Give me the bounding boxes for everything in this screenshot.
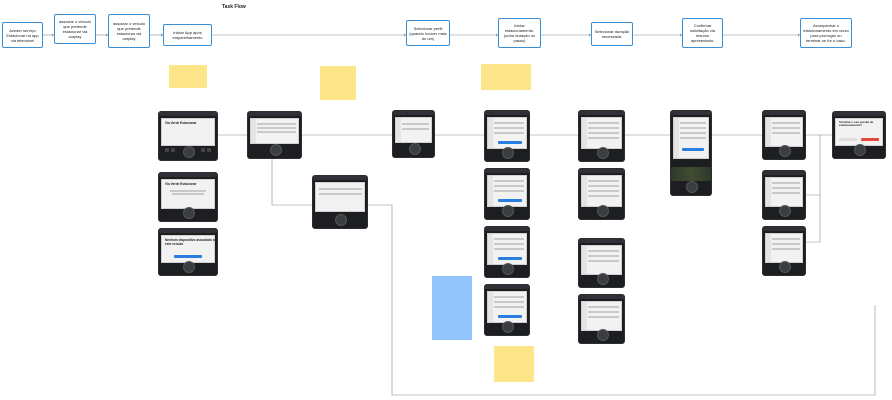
phone-screen-confirm	[670, 110, 712, 196]
dialog-window: Via Verde Estacionar	[161, 179, 215, 209]
sidebar	[251, 119, 256, 143]
step-start-parking: Iniciar estacionamento. (outra duração n…	[498, 18, 541, 48]
screen-link-10	[806, 135, 821, 196]
sticky-note-2	[320, 66, 356, 100]
dial-knob-icon	[183, 146, 195, 158]
phone-screen-duration-4	[578, 294, 625, 344]
step-select-duration: Selecionar duração necessária.	[591, 22, 633, 46]
sidebar	[396, 118, 401, 142]
arrowhead	[798, 33, 800, 37]
app-window	[395, 117, 432, 143]
phone-screen-start-4	[484, 284, 530, 336]
phone-screen-duration-3	[578, 238, 625, 288]
cancel-button[interactable]	[839, 138, 857, 141]
phone-screen-start-1	[484, 110, 530, 162]
status-bar	[159, 112, 217, 116]
terminate-button[interactable]	[861, 138, 879, 141]
phone-screen-follow-3	[762, 226, 806, 276]
control-panel	[161, 261, 215, 273]
arrowhead	[106, 33, 108, 37]
screen-title: Via Verde Estacionar	[165, 182, 197, 186]
connector-arrows	[43, 34, 876, 396]
control-panel	[161, 146, 215, 158]
dialog-window: Via Verde Estacionar	[161, 118, 215, 146]
step-access-service: Aceder serviço Estacionar na app via tel…	[2, 22, 43, 48]
arrowhead	[52, 33, 54, 37]
status-bar	[393, 111, 434, 115]
status-bar	[248, 112, 301, 116]
dial-knob-icon	[335, 214, 347, 226]
phone-screen-terminate: Terminar o seu sessão de estacionamento?	[832, 111, 886, 159]
step-select-profile: Selecionar perfil (quando houver mais do…	[406, 20, 450, 46]
arrowhead	[404, 33, 406, 37]
screen-link-2	[271, 158, 312, 206]
control-panel	[161, 207, 215, 219]
phone-screen-follow-1	[762, 110, 806, 160]
app-window	[315, 182, 365, 212]
control-panel	[395, 143, 432, 155]
sticky-note-5	[494, 346, 534, 382]
phone-screen-start-3	[484, 226, 530, 278]
step-confirm-request: Confirmar solicitação via resumo apresen…	[682, 18, 723, 48]
step-associate-vehicle-1: associar o veículo que pretende estacion…	[54, 14, 96, 44]
sticky-note-3	[481, 64, 531, 90]
control-panel	[315, 214, 365, 226]
control-panel	[250, 144, 299, 156]
phone-screen-duration-1	[578, 110, 625, 162]
phone-screen-select-profile	[392, 110, 435, 158]
primary-button[interactable]	[174, 255, 202, 258]
status-bar	[313, 176, 367, 180]
arrow-heads	[52, 33, 800, 37]
screen-message: Terminar o seu sessão de estacionamento?	[839, 120, 874, 128]
screen-title: Via Verde Estacionar	[165, 121, 197, 125]
dialog-window: Nenhum dispositivo associado a este veíc…	[161, 235, 215, 263]
screen-link-11	[806, 195, 821, 243]
arrowhead	[680, 33, 682, 37]
app-window	[250, 118, 299, 144]
phone-screen-profile-list	[312, 175, 368, 229]
phone-screen-no-device: Nenhum dispositivo associado a este veíc…	[158, 228, 218, 276]
dial-knob-icon	[408, 143, 421, 155]
dialog-window: Terminar o seu sessão de estacionamento?	[835, 118, 883, 146]
arrowhead	[589, 33, 591, 37]
phone-screen-duration-2	[578, 168, 625, 220]
step-associate-vehicle-2: associar o veículo que pretende estacion…	[108, 14, 150, 48]
screen-message: Nenhum dispositivo associado a este veíc…	[165, 238, 215, 246]
dial-knob-icon	[183, 207, 195, 219]
phone-screen-start-2	[484, 168, 530, 220]
status-bar	[159, 173, 217, 177]
phone-screen-follow-2	[762, 170, 806, 220]
arrowhead	[161, 33, 163, 37]
sticky-note-1	[169, 65, 207, 88]
sticky-note-4	[432, 276, 472, 340]
status-bar	[159, 229, 217, 233]
dial-knob-icon	[183, 261, 195, 273]
phone-screen-app-home	[247, 111, 302, 159]
screen-link-4	[368, 204, 876, 396]
phone-screen-welcome-2: Via Verde Estacionar	[158, 172, 218, 222]
arrowhead	[496, 33, 498, 37]
step-follow-parking: Acompanhar o estacionamento em curso par…	[800, 18, 852, 48]
phone-screen-welcome: Via Verde Estacionar	[158, 111, 218, 161]
diagram-title: Task Flow	[222, 4, 246, 10]
dial-knob-icon	[269, 144, 282, 156]
step-start-app: Iniciar App após emparelhamento	[163, 24, 212, 46]
